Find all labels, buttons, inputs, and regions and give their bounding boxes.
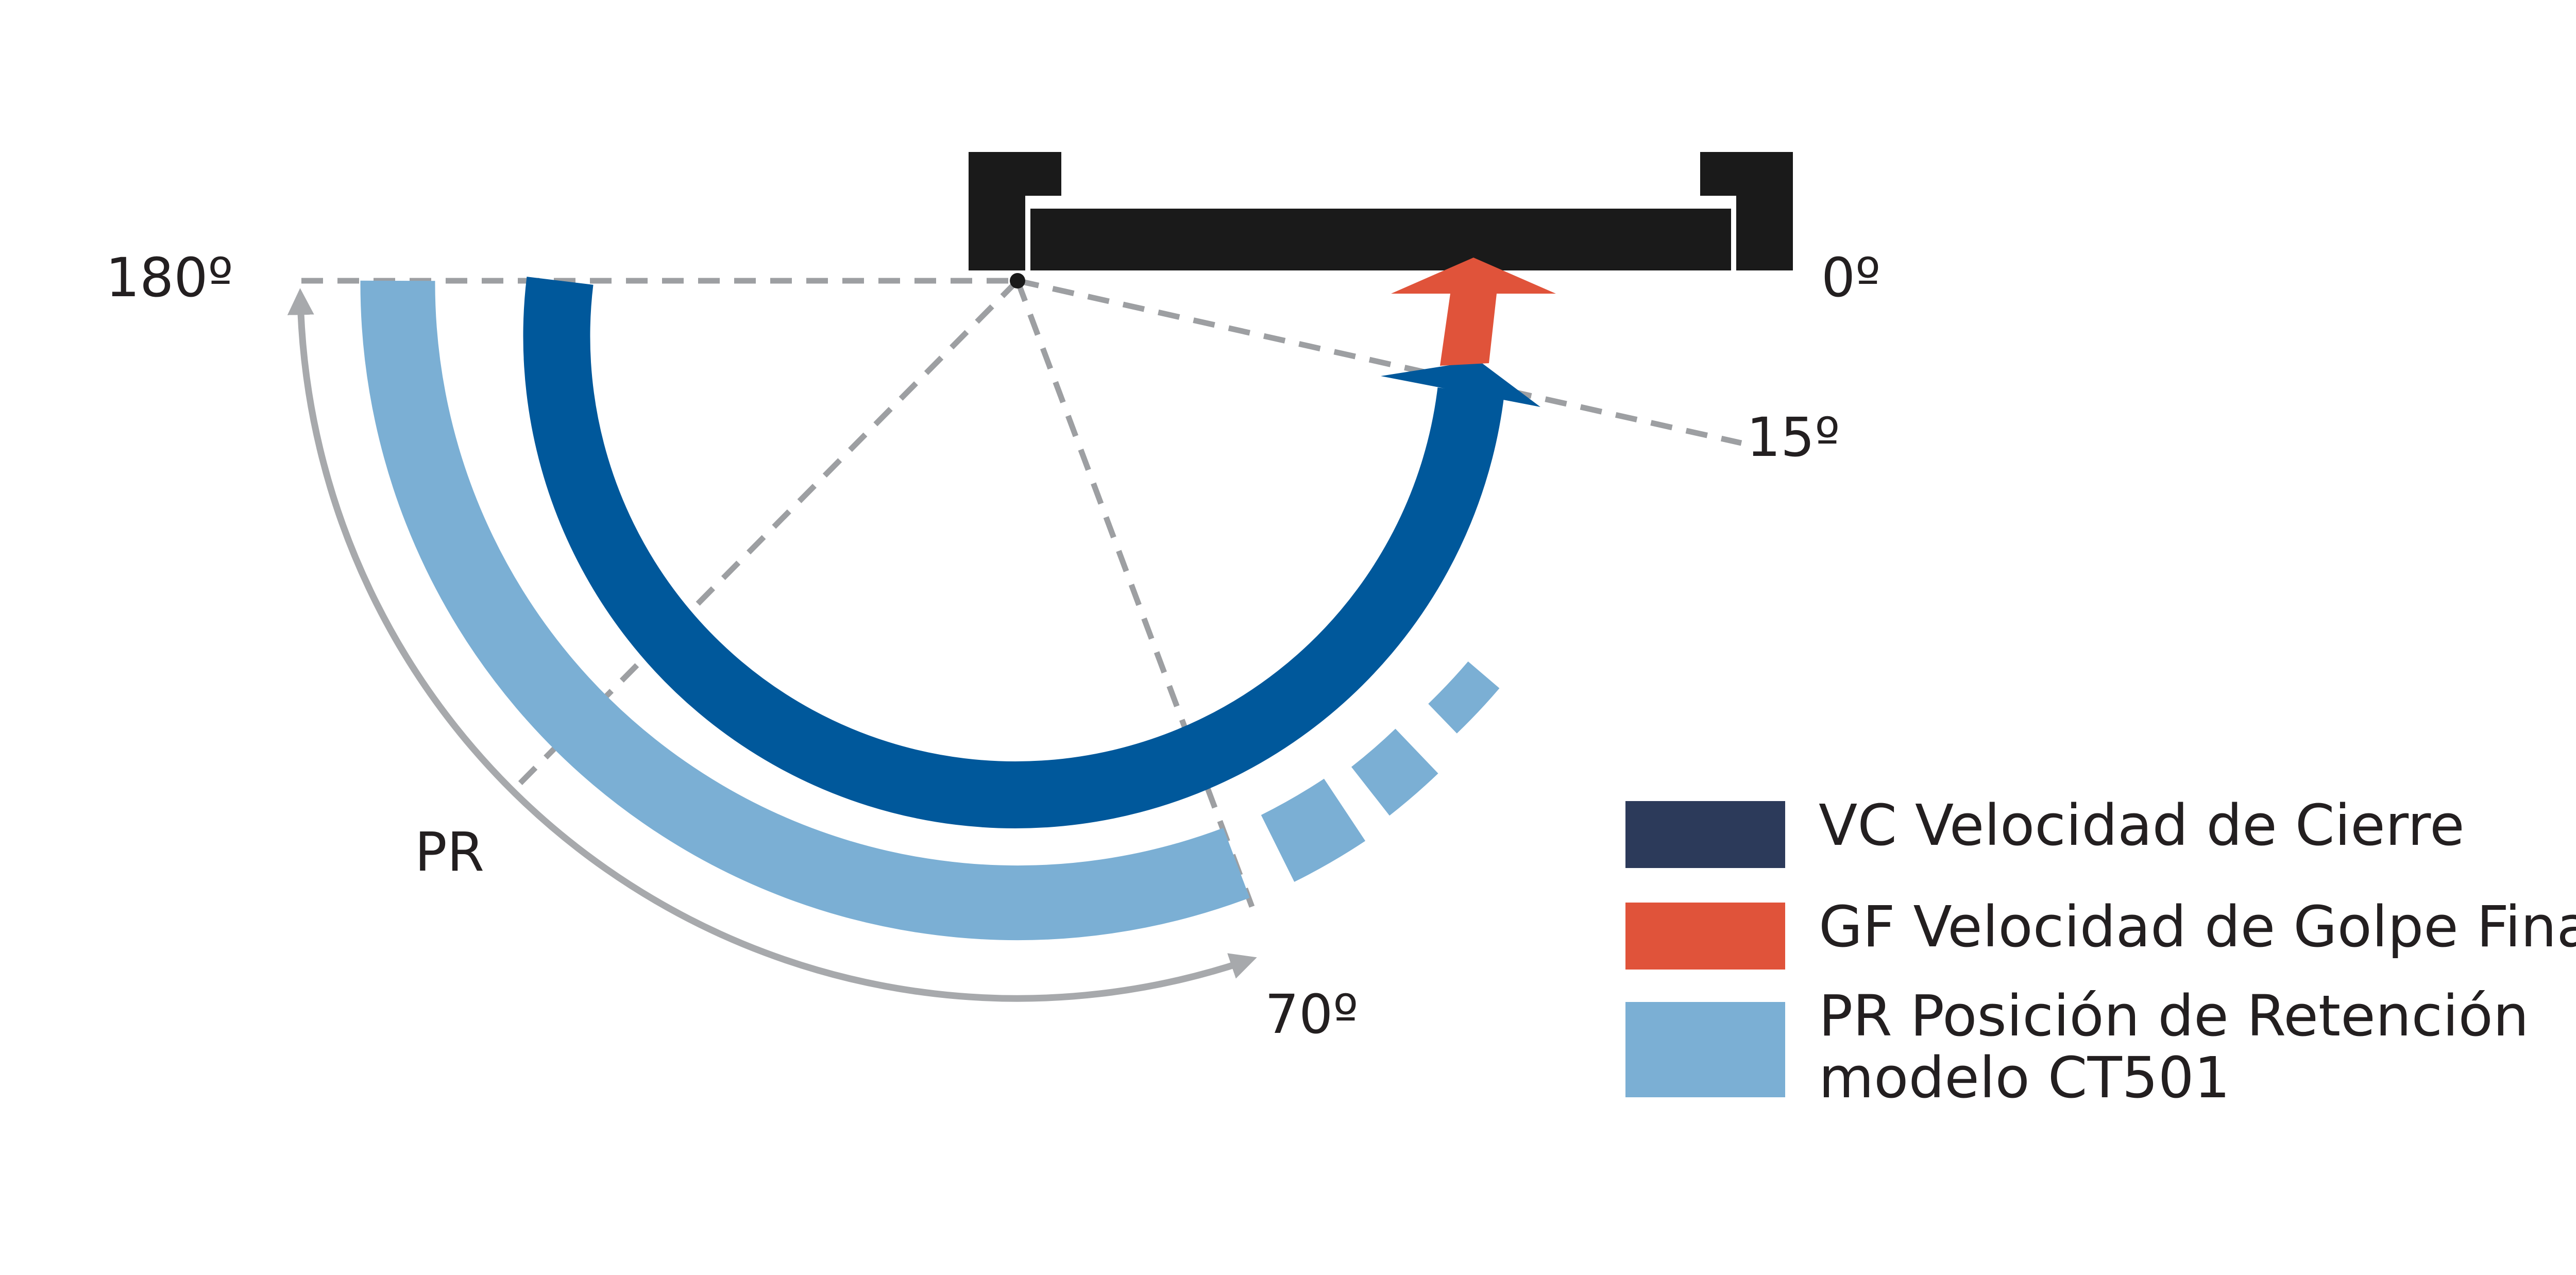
door-frame — [969, 152, 1793, 270]
door-leaf — [1030, 209, 1731, 270]
legend-swatch-closing — [1625, 801, 1785, 868]
legend-label-hold-line2: modelo CT501 — [1819, 1045, 2230, 1111]
angle-label-70: 70º — [1265, 983, 1358, 1046]
latch-arrow-shape — [1391, 258, 1556, 366]
angle-label-0: 0º — [1821, 246, 1880, 309]
legend: VC Velocidad de Cierre GF Velocidad de G… — [1625, 792, 2576, 1111]
hinge-point — [1010, 273, 1025, 288]
guide-15 — [1016, 278, 1742, 446]
legend-label-hold-line1: PR Posición de Retención — [1819, 983, 2529, 1049]
angle-label-180: 180º — [106, 246, 233, 309]
closing-arc-path — [523, 277, 1504, 829]
latch-speed-arrow — [1391, 258, 1556, 366]
hold-arc-dash-2 — [1351, 728, 1438, 816]
door-frame-right-bracket — [1700, 152, 1793, 270]
legend-label-closing: VC Velocidad de Cierre — [1819, 792, 2465, 858]
hold-arc-dash-1 — [1261, 778, 1366, 882]
hold-position-label: PR — [415, 821, 484, 883]
legend-swatch-latch — [1625, 903, 1785, 970]
hold-arc-dash-3 — [1428, 661, 1500, 734]
range-arrow — [287, 288, 1257, 1002]
angle-label-15: 15º — [1747, 406, 1840, 469]
legend-swatch-hold — [1625, 1002, 1785, 1097]
door-frame-left-bracket — [969, 152, 1061, 270]
legend-label-latch: GF Velocidad de Golpe Final — [1819, 894, 2576, 960]
closing-arc-head — [1381, 361, 1540, 407]
